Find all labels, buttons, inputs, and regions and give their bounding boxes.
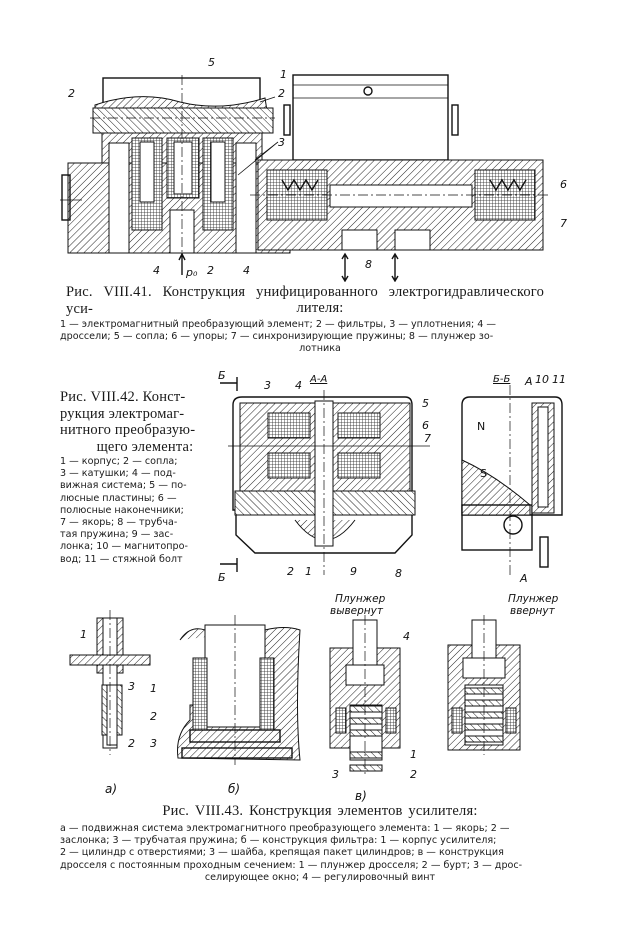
plunger-in-label: Плунжер <box>508 593 559 605</box>
label-4: 4 <box>153 264 160 277</box>
caption-line: нитного преобразую- <box>60 422 196 438</box>
label-11: 11 <box>552 373 566 386</box>
plunger-out-label: Плунжер <box>335 593 386 605</box>
label-2: 2 <box>128 737 135 750</box>
label-3: 3 <box>128 680 135 693</box>
legend-line: лонка; 10 — магнитопро- <box>60 541 188 553</box>
legend-line: 1 — корпус; 2 — сопла; <box>60 456 178 467</box>
legend-line: лотника <box>299 343 341 355</box>
plunger-out-label: вывернут <box>330 605 384 617</box>
label-3: 3 <box>264 379 271 392</box>
label-2: 2 <box>410 768 417 781</box>
caption-line: щего элемента: <box>96 438 194 455</box>
label-6: 6 <box>560 178 567 191</box>
legend-line: 1 — электромагнитный преобразующий элеме… <box>60 319 497 330</box>
legend-line: а — подвижная система электромагнитного … <box>60 823 510 834</box>
caption-line: Рис. VIII.42. Конст- <box>60 389 186 405</box>
legend-line: тая пружина; 9 — зас- <box>60 529 174 541</box>
label-1: 1 <box>280 68 287 81</box>
fig42-drawing: А-А Б Б 3 4 5 6 7 2 1 9 8 Б-Б А А 10 11 … <box>218 369 566 585</box>
sub-label-a: а) <box>105 782 117 796</box>
label-3: 3 <box>150 737 157 750</box>
legend-line: 3 — катушки; 4 — под- <box>60 468 176 480</box>
legend-line: дросселя с постоянным проходным сечением… <box>60 859 523 871</box>
label-8: 8 <box>395 567 402 580</box>
legend-line: 7 — якорь; 8 — трубча- <box>60 517 178 529</box>
label-p0: p₀ <box>185 266 198 279</box>
throttle-plunger-out <box>329 615 401 775</box>
label-2: 2 <box>287 565 294 578</box>
sub-label-b: б) <box>228 782 240 796</box>
section-b-b <box>461 385 563 575</box>
moving-system-a <box>69 610 151 755</box>
section-mark-b: Б <box>218 571 226 584</box>
fig43-drawing: 1 3 2 а) 1 2 3 б) Плунжер вывернут 4 1 2… <box>69 593 559 803</box>
fig43-legend: а — подвижная система электромагнитного … <box>60 823 580 884</box>
fig41-legend: 1 — электромагнитный преобразующий элеме… <box>60 319 580 356</box>
legend-line: дроссели; 5 — сопла; 6 — упоры; 7 — синх… <box>60 331 494 343</box>
label-2: 2 <box>207 264 214 277</box>
legend-line: вод; 11 — стяжной болт <box>60 553 183 565</box>
legend-line: полюсные наконечники; <box>60 504 184 516</box>
amplifier-section-right <box>250 74 550 282</box>
caption-line: рукция электромаг- <box>60 405 185 422</box>
fig41-drawing: 1 2 2 5 3 4 p₀ 2 4 6 7 8 <box>60 56 567 282</box>
label-5: 5 <box>422 397 429 410</box>
legend-line: 2 — цилиндр с отверстиями; 3 — шайба, кр… <box>60 847 504 859</box>
legend-line: заслонка; 3 — трубчатая пружина; б — кон… <box>60 835 497 847</box>
section-mark-a: А <box>519 572 528 585</box>
throttle-plunger-in <box>447 615 521 755</box>
fig41-caption-cont: лителя: <box>296 300 344 316</box>
label-5: 5 <box>208 56 215 69</box>
section-mark-a: А <box>524 375 533 388</box>
fig41-caption: Рис. VIII.41. Конструкция унифицированно… <box>66 284 545 317</box>
section-mark-b: Б <box>218 369 226 382</box>
legend-line: вижная система; 5 — по- <box>60 480 187 492</box>
label-1: 1 <box>80 628 87 641</box>
legend-line: селирующее окно; 4 — регулировочный винт <box>204 871 436 883</box>
legend-line: люсные пластины; 6 — <box>60 492 177 504</box>
label-2: 2 <box>278 87 285 100</box>
magnet-pole-n: N <box>477 420 485 433</box>
label-7: 7 <box>424 432 431 445</box>
label-1: 1 <box>305 565 312 578</box>
label-8: 8 <box>365 258 372 271</box>
label-7: 7 <box>560 217 567 230</box>
section-label-b-b: Б-Б <box>493 374 510 385</box>
fig43-caption: Рис. VIII.43. Конструкция элементов усил… <box>162 803 478 819</box>
label-1: 1 <box>150 682 157 695</box>
label-1: 1 <box>410 748 417 761</box>
filter-b <box>177 615 301 765</box>
magnet-pole-s: S <box>480 467 487 480</box>
amplifier-section-left <box>60 75 291 275</box>
section-a-a <box>228 390 430 575</box>
label-2: 2 <box>68 87 75 100</box>
label-6: 6 <box>422 419 429 432</box>
plunger-in-label: ввернут <box>510 605 556 617</box>
label-10: 10 <box>535 373 549 386</box>
fig42-caption: Рис. VIII.42. Конст- рукция электромаг- … <box>60 389 230 455</box>
label-3: 3 <box>332 768 339 781</box>
label-2: 2 <box>150 710 157 723</box>
fig42-legend: 1 — корпус; 2 — сопла; 3 — катушки; 4 — … <box>60 456 230 566</box>
label-3: 3 <box>278 136 285 149</box>
label-4: 4 <box>403 630 410 643</box>
label-4: 4 <box>295 379 302 392</box>
section-label-a-a: А-А <box>309 374 327 385</box>
label-4: 4 <box>243 264 250 277</box>
sub-label-v: в) <box>355 789 367 803</box>
label-9: 9 <box>350 565 357 578</box>
